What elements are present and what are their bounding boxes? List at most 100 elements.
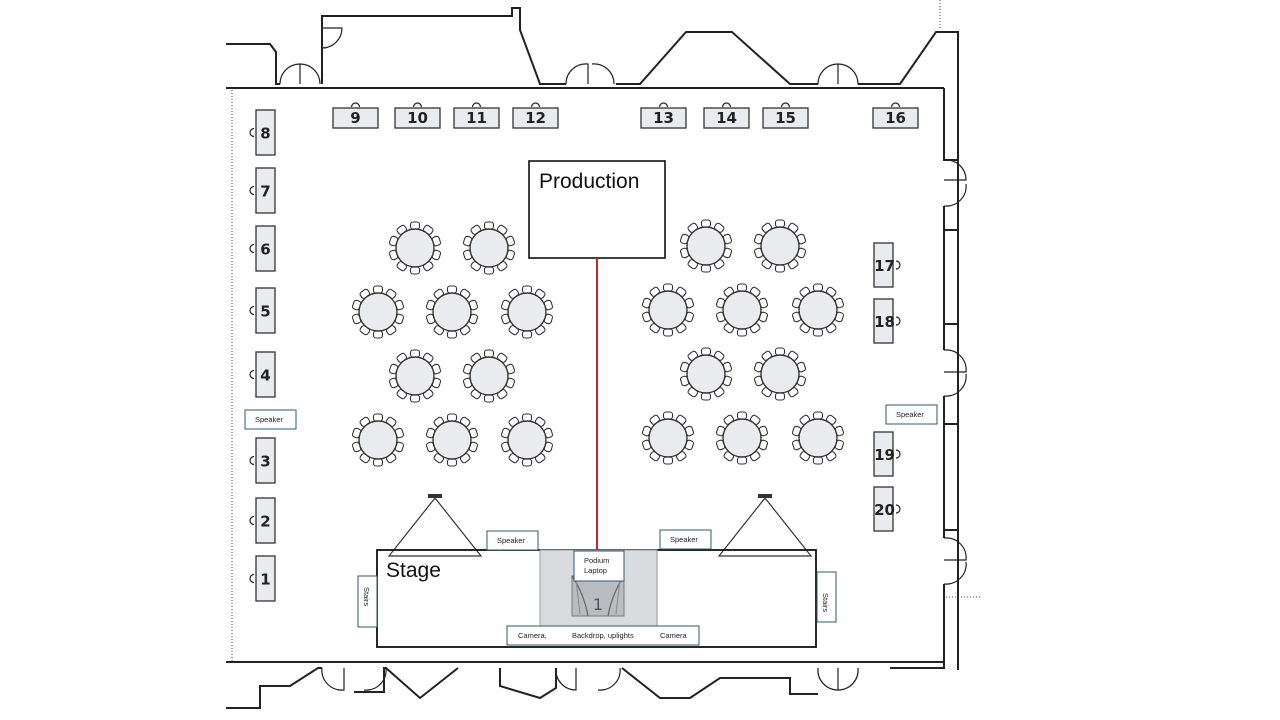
chair	[812, 411, 824, 420]
chair	[700, 392, 712, 401]
chair-icon	[780, 102, 791, 108]
table-top	[760, 226, 800, 266]
booth-19: 19	[873, 431, 901, 477]
table-top	[358, 292, 398, 332]
booth-box	[762, 107, 809, 129]
booth-6: 6	[249, 225, 276, 272]
booth-number: 16	[885, 109, 906, 127]
booth-5: 5	[249, 287, 276, 334]
booth-8: 8	[249, 109, 276, 156]
production-area: Production	[528, 160, 666, 259]
chair	[372, 330, 384, 339]
table-top	[760, 354, 800, 394]
booth-number: 12	[525, 109, 546, 127]
speaker-label: Speaker	[255, 415, 283, 424]
booth-box	[255, 497, 276, 544]
round-table	[462, 349, 516, 403]
chair	[700, 219, 712, 228]
speaker-left-wall: Speaker	[244, 409, 297, 430]
chair-icon	[721, 102, 732, 108]
chair	[372, 458, 384, 467]
booth-box	[394, 107, 441, 129]
table-top	[432, 292, 472, 332]
booth-15: 15	[762, 102, 809, 129]
round-table	[351, 285, 405, 339]
table-top	[798, 290, 838, 330]
chair-icon	[895, 260, 901, 270]
booth-number: 11	[466, 109, 487, 127]
booth-4: 4	[249, 351, 276, 398]
chair	[483, 266, 495, 275]
chair	[736, 456, 748, 465]
booth-16: 16	[872, 102, 919, 129]
booth-number: 9	[350, 109, 360, 127]
booth-box	[255, 167, 276, 214]
speaker-label: Speaker	[670, 535, 698, 544]
podium-label-line1: Podium	[584, 556, 609, 565]
chair-icon	[895, 449, 901, 459]
round-tables	[351, 219, 845, 467]
speaker-label: Speaker	[497, 536, 525, 545]
chair	[736, 411, 748, 420]
booth-number: 4	[260, 367, 270, 385]
booth-box	[640, 107, 687, 129]
round-table	[351, 413, 405, 467]
booth-number: 2	[260, 513, 270, 531]
booth-box	[872, 107, 919, 129]
chair-icon	[895, 504, 901, 514]
chair-icon	[249, 127, 255, 138]
booth-number: 5	[260, 303, 270, 321]
chair	[812, 456, 824, 465]
table-top	[395, 356, 435, 396]
round-table	[791, 283, 845, 337]
chair	[774, 264, 786, 273]
chair	[736, 328, 748, 337]
chair	[521, 413, 533, 422]
round-table	[425, 413, 479, 467]
chair-icon	[249, 243, 255, 254]
stairs-right: Stairs	[816, 571, 837, 623]
booth-box	[255, 351, 276, 398]
booth-box	[255, 437, 276, 484]
camera-left-label: Camera,	[518, 631, 547, 640]
chair	[446, 285, 458, 294]
table-top	[722, 418, 762, 458]
chair	[483, 349, 495, 358]
booth-14: 14	[703, 102, 750, 129]
booth-box	[873, 486, 894, 532]
backdrop-label: Backdrop, uplights	[572, 631, 634, 640]
chair	[446, 330, 458, 339]
table-top	[798, 418, 838, 458]
round-table	[500, 413, 554, 467]
chair	[700, 264, 712, 273]
booth-box	[703, 107, 750, 129]
podium-label-line2: Laptop	[584, 566, 607, 575]
table-top	[358, 420, 398, 460]
booth-18: 18	[873, 298, 901, 344]
booth-number: 3	[260, 453, 270, 471]
table-top	[395, 228, 435, 268]
chair-icon	[471, 102, 482, 108]
speaker-stage-right: Speaker	[659, 529, 712, 550]
chair	[409, 394, 421, 403]
chair-icon	[249, 515, 255, 526]
speaker-stage-left: Speaker	[486, 530, 539, 551]
chair-icon	[249, 455, 255, 466]
booth-17: 17	[873, 242, 901, 288]
round-table	[388, 221, 442, 275]
booth-number: 19	[874, 446, 895, 464]
chair	[483, 394, 495, 403]
chair-icon	[249, 185, 255, 196]
round-table	[500, 285, 554, 339]
stage: Stage 1 Podium Laptop Camera, Backdrop, …	[376, 549, 817, 648]
round-table	[679, 347, 733, 401]
round-table	[753, 347, 807, 401]
booth-20: 20	[873, 486, 901, 532]
chair	[372, 413, 384, 422]
round-table	[791, 411, 845, 465]
stairs-left: Stairs	[357, 575, 378, 628]
table-top	[469, 228, 509, 268]
booth-box	[255, 287, 276, 334]
booth-7: 7	[249, 167, 276, 214]
